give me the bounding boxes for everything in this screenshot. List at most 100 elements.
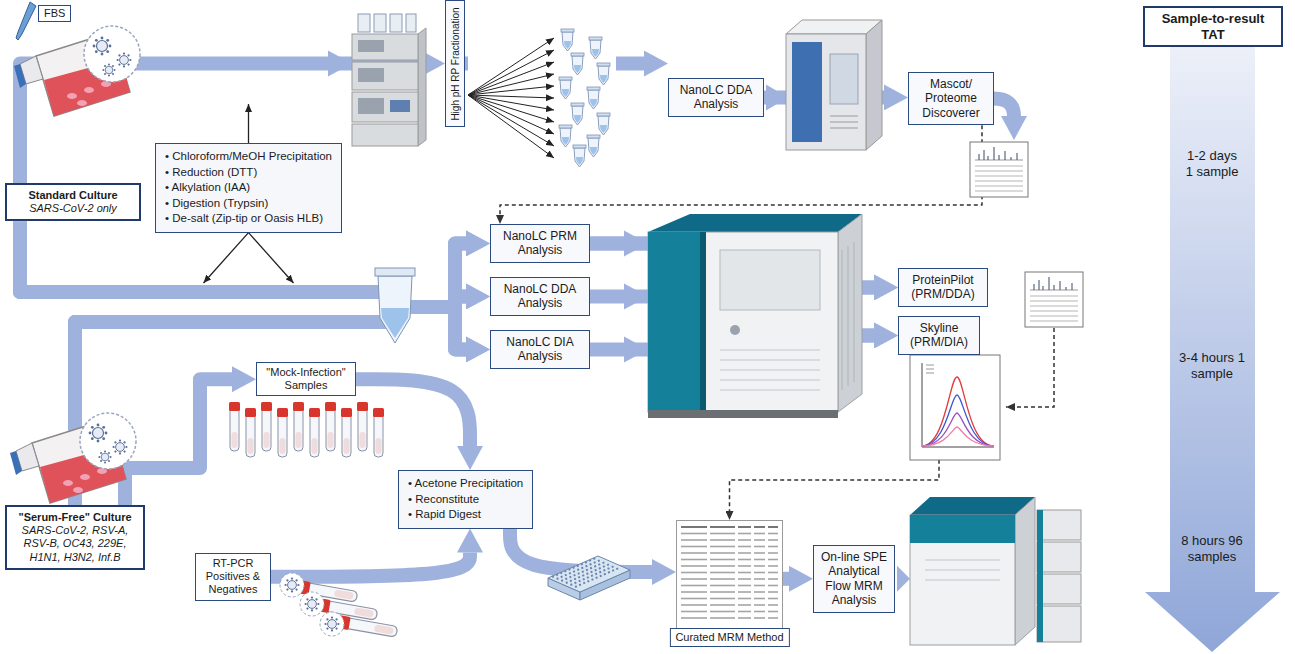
table-picture <box>681 553 778 554</box>
box-text: NanoLC PRM Analysis <box>497 229 583 258</box>
fraction-tubes <box>468 95 554 146</box>
mass-spectrometer <box>648 232 700 412</box>
flow-arrow <box>271 553 470 577</box>
time-label: 8 hours 96 samples <box>1176 533 1248 566</box>
box-subtext: SARS-CoV-2, RSV-A, RSV-B, OC43, 229E, H1… <box>12 524 138 564</box>
table-picture <box>768 572 778 574</box>
box-subtext: • Rapid Digest <box>408 507 523 523</box>
fraction-tubes <box>468 95 554 98</box>
fraction-tubes <box>597 113 610 135</box>
sample-label: RT-PCR Positives & Negatives <box>195 553 271 601</box>
culture-box: "Serum-Free" CultureSARS-CoV-2, RSV-A, R… <box>5 505 145 570</box>
fraction-tubes <box>468 62 554 95</box>
hplc-instrument <box>352 14 426 146</box>
hplc-instrument <box>418 28 426 146</box>
mock-sample-tubes <box>293 402 304 451</box>
result-document <box>970 142 1028 197</box>
table-picture <box>681 605 778 606</box>
table-picture <box>768 533 778 535</box>
mass-spectrometer <box>730 325 740 335</box>
table-picture <box>681 572 778 573</box>
sample-tube <box>381 308 409 338</box>
sample-tube <box>375 268 415 343</box>
sample-tube <box>375 268 415 343</box>
box-text: Standard Culture <box>12 189 134 202</box>
table-picture <box>681 611 778 612</box>
table-picture <box>681 546 778 547</box>
mock-sample-tubes <box>245 408 256 457</box>
mock-sample-tubes <box>277 408 288 457</box>
table-picture <box>754 604 765 606</box>
chromatogram-icon <box>910 355 1000 460</box>
table-picture <box>768 559 778 561</box>
pipette-icon <box>16 2 36 40</box>
lc-ms-instrument <box>1037 606 1081 642</box>
table-picture <box>681 533 707 535</box>
table-picture <box>754 552 765 554</box>
table-picture <box>738 591 751 593</box>
patient-sample-tubes <box>338 615 398 638</box>
mass-spectrometer <box>838 214 862 412</box>
table-picture <box>768 585 778 587</box>
table-picture <box>738 559 751 561</box>
sample-tube <box>375 268 415 276</box>
box-text: • Acetone Precipitation <box>408 476 523 492</box>
dashed-arrow <box>500 125 982 215</box>
table-picture <box>768 552 778 554</box>
flow-arrow <box>590 287 874 296</box>
table-picture <box>768 617 778 619</box>
mock-sample-tubes <box>261 402 272 451</box>
table-picture <box>681 579 778 580</box>
table-picture <box>754 546 765 548</box>
patient-sample-tubes <box>298 580 358 603</box>
table-picture <box>681 565 707 567</box>
software-box: Skyline (PRM/DIA) <box>898 316 980 355</box>
table-picture <box>738 578 751 580</box>
table-picture <box>677 521 782 634</box>
flow-arrow <box>590 243 874 335</box>
time-label: 3-4 hours 1 sample <box>1179 350 1245 383</box>
table-picture <box>754 533 765 535</box>
well-plate <box>580 570 630 600</box>
table-picture <box>710 565 735 567</box>
table-picture <box>710 572 735 574</box>
fraction-tubes <box>587 87 600 109</box>
hplc-instrument <box>358 14 370 32</box>
patient-sample-tubes <box>280 573 304 597</box>
box-text: "Mock-Infection" Samples <box>262 366 350 392</box>
hplc-instrument <box>352 62 418 90</box>
table-picture <box>768 611 778 613</box>
patient-sample-tubes <box>280 573 398 638</box>
arrow-head <box>624 336 648 362</box>
mass-spectrometer <box>648 410 838 418</box>
lc-ms-instrument <box>910 497 1081 645</box>
table-picture <box>681 598 778 599</box>
table-picture <box>681 604 707 606</box>
table-picture <box>768 539 778 541</box>
arrow-head <box>1001 116 1027 140</box>
patient-sample-tubes <box>284 577 299 592</box>
table-picture <box>754 598 765 600</box>
well-plate <box>552 558 596 577</box>
patient-sample-tubes <box>324 616 339 631</box>
table-picture <box>681 566 778 567</box>
table-picture <box>710 611 735 613</box>
well-plate <box>548 556 630 600</box>
table-picture <box>681 559 707 561</box>
flow-arrow <box>20 221 466 349</box>
turnaround-arrow <box>1145 36 1280 652</box>
table-picture <box>768 598 778 600</box>
orbitrap-instrument <box>792 42 822 142</box>
mock-sample-tubes <box>229 402 384 457</box>
arrow-head <box>766 84 788 110</box>
turnaround-arrow <box>1145 36 1280 652</box>
well-plate <box>570 566 614 585</box>
hplc-instrument <box>390 14 402 32</box>
flow-arrow <box>510 529 652 572</box>
table-picture <box>710 598 735 600</box>
dashed-arrow <box>730 355 940 511</box>
step-list-box: • Chloroform/MeOH Precipitation• Reducti… <box>155 143 342 233</box>
mass-spectrometer <box>720 350 820 390</box>
timeline-title: Sample-to-result TAT <box>1143 6 1283 47</box>
